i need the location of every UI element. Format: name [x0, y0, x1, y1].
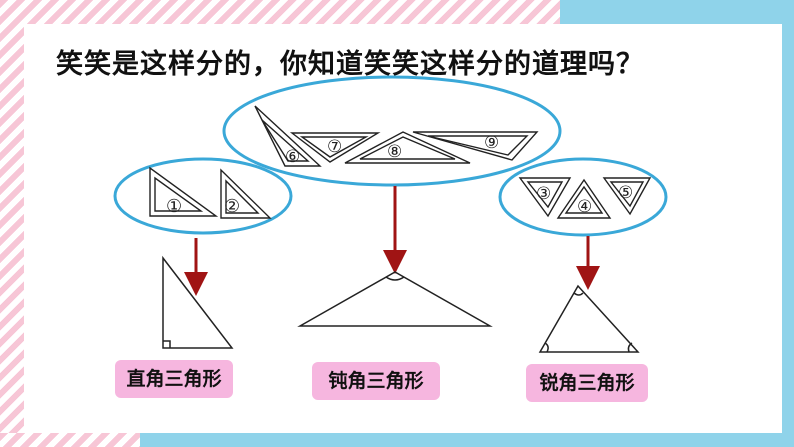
- piece-4-label: ④: [577, 197, 592, 217]
- group-ellipse-acute: [498, 157, 668, 237]
- piece-6-label: ⑥: [285, 147, 300, 167]
- piece-8-label: ⑧: [387, 142, 402, 162]
- piece-8-triangle: [344, 131, 471, 164]
- frame-right-blue: [782, 0, 794, 447]
- piece-1-triangle: [149, 166, 219, 217]
- group-ellipse-obtuse: [222, 75, 562, 187]
- piece-9-label: ⑨: [484, 133, 499, 153]
- label-right-triangle: 直角三角形: [115, 360, 233, 398]
- piece-5-label: ⑤: [618, 183, 633, 203]
- piece-1-label: ①: [166, 196, 182, 217]
- piece-3-triangle: [518, 177, 572, 218]
- frame-top-blue: [560, 0, 794, 24]
- piece-5-triangle: [602, 177, 652, 216]
- obtuse-triangle: [297, 271, 493, 327]
- label-obtuse-triangle: 钝角三角形: [312, 362, 440, 400]
- piece-4-triangle: [556, 178, 612, 219]
- acute-triangle: [538, 284, 640, 353]
- frame-bottom-blue: [0, 433, 794, 447]
- piece-6-triangle: [254, 105, 322, 167]
- piece-7-triangle: [289, 132, 381, 163]
- question-title: 笑笑是这样分的，你知道笑笑这样分的道理吗？: [56, 49, 644, 80]
- right-triangle: [162, 255, 234, 349]
- piece-9-triangle: [412, 131, 539, 161]
- frame-left-stripe: [0, 0, 24, 447]
- label-acute-triangle: 锐角三角形: [526, 364, 648, 402]
- group-ellipse-right: [113, 157, 293, 235]
- piece-3-label: ③: [536, 184, 551, 204]
- piece-2-triangle: [220, 168, 272, 219]
- piece-2-label: ②: [224, 196, 240, 217]
- piece-7-label: ⑦: [327, 137, 342, 157]
- frame-bottom-stripe: [0, 433, 140, 447]
